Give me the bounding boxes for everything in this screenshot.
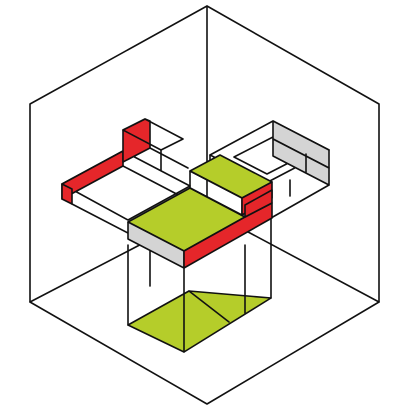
platform-back-edge — [189, 187, 246, 218]
rail-back-block-edge — [149, 147, 189, 169]
rail-back-block-top — [122, 118, 184, 151]
floor-divider — [188, 290, 230, 323]
left-rail-bottom-edge — [71, 203, 129, 234]
platform-red-step — [244, 189, 273, 218]
hexagon-outline — [29, 5, 380, 405]
floor-green-panel — [127, 290, 272, 353]
platform-right-red — [183, 202, 273, 269]
right-frame-front-edge — [270, 184, 330, 219]
rail-back-red-block — [122, 118, 151, 163]
